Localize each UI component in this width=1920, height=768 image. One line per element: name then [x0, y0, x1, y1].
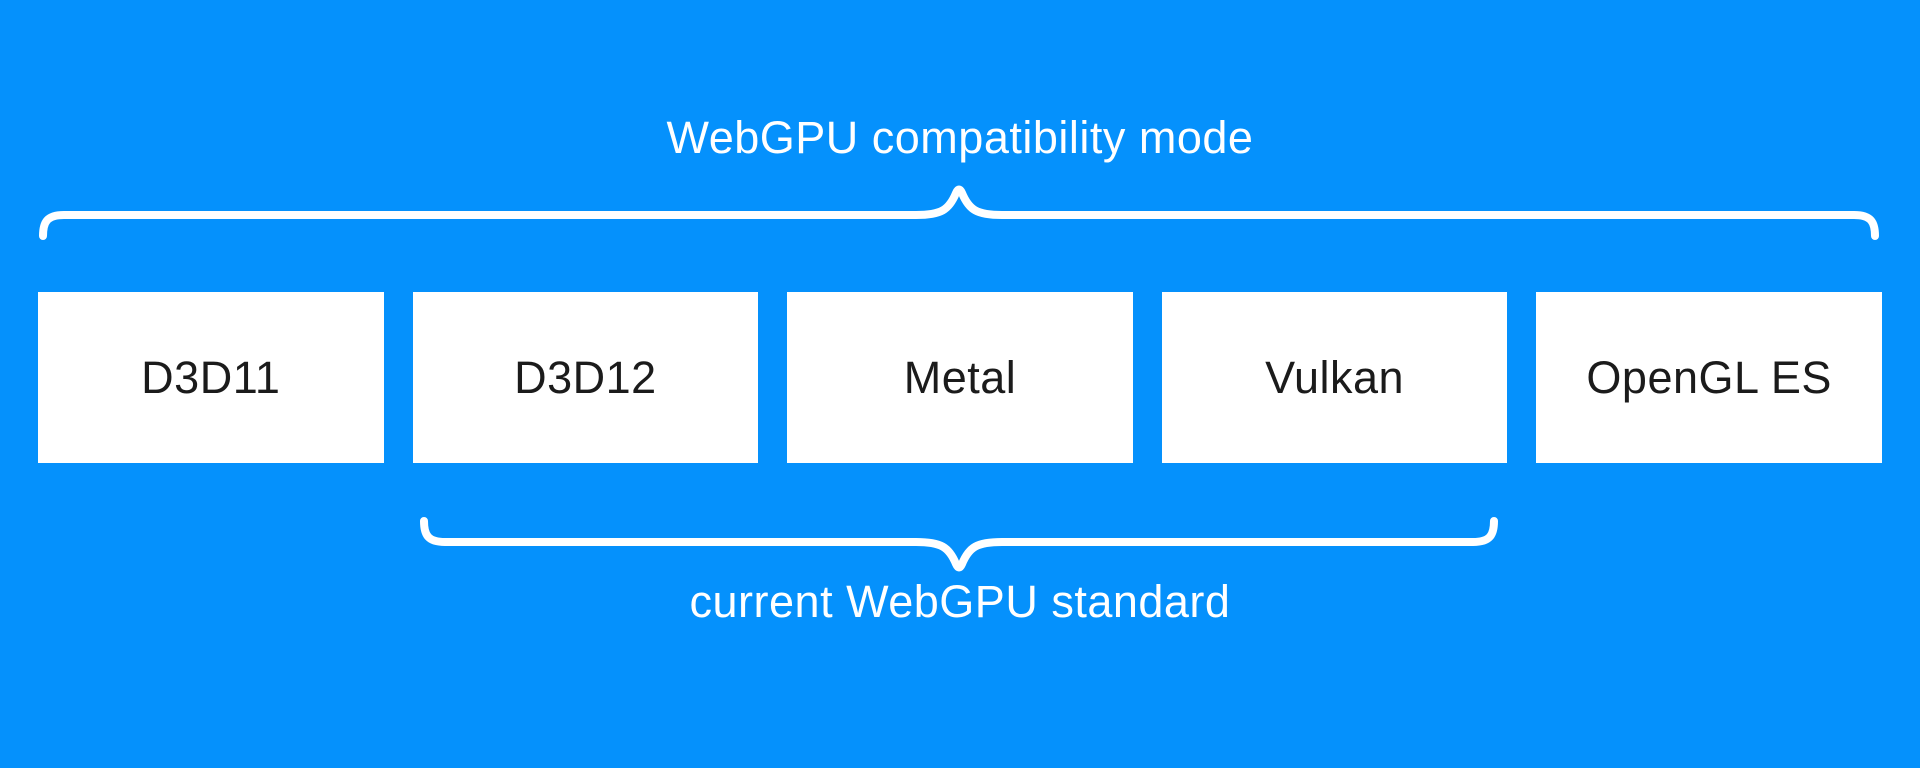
api-box-opengl-es: OpenGL ES — [1536, 292, 1882, 463]
api-box-vulkan: Vulkan — [1161, 292, 1508, 463]
api-box-label: OpenGL ES — [1586, 351, 1832, 403]
bottom-brace — [420, 517, 1498, 572]
top-brace-label: WebGPU compatibility mode — [666, 112, 1254, 163]
top-brace — [39, 185, 1879, 240]
api-box-label: D3D11 — [141, 351, 281, 403]
api-box-label: D3D12 — [514, 351, 657, 403]
api-box-d3d11: D3D11 — [38, 292, 384, 463]
api-box-metal: Metal — [787, 292, 1133, 463]
api-box-d3d12: D3D12 — [412, 292, 759, 463]
api-box-label: Vulkan — [1265, 351, 1405, 403]
api-box-label: Metal — [903, 351, 1017, 403]
bottom-brace-label: current WebGPU standard — [689, 576, 1231, 627]
api-box-row: D3D11 D3D12 Metal Vulkan OpenGL ES — [38, 292, 1882, 463]
